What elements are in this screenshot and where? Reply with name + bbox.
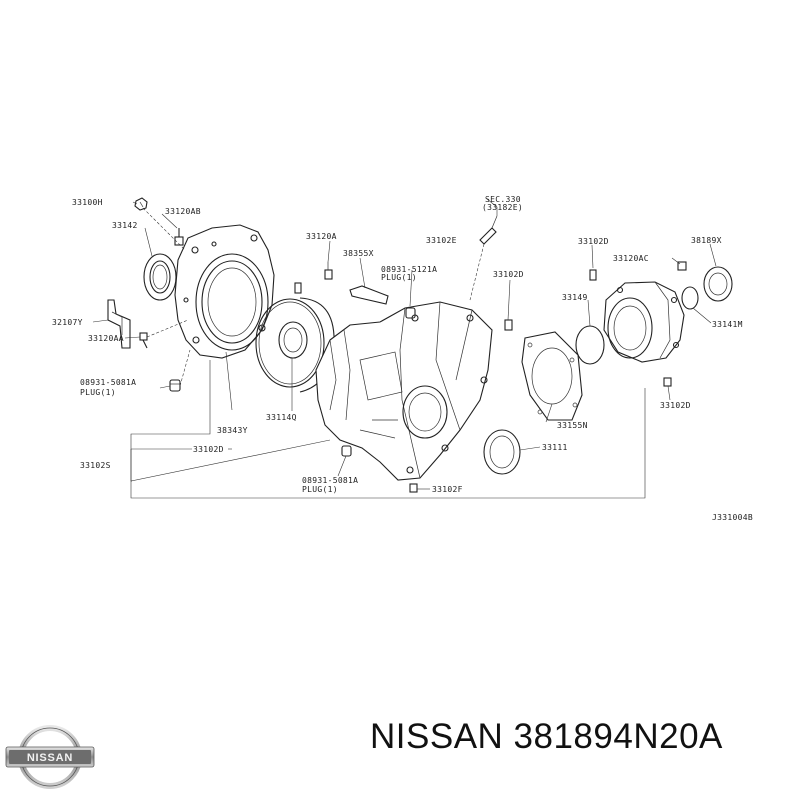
part-38355X-bracket	[349, 285, 389, 305]
label-33102D-topright: 33102D	[578, 237, 609, 246]
part-rear-cover-housing	[174, 224, 275, 359]
part-33100H-bolt	[134, 197, 148, 211]
part-dowel-pin-top-right	[589, 269, 597, 281]
label-33120AB: 33120AB	[165, 207, 201, 216]
label-38355X: 38355X	[343, 249, 374, 258]
part-33102F-bolt	[409, 483, 418, 493]
label-32107Y: 32107Y	[52, 318, 83, 327]
label-33102F: 33102F	[432, 485, 463, 494]
label-plug-left: PLUG(1)	[80, 388, 116, 397]
label-38189X: 38189X	[691, 236, 722, 245]
part-32107Y-bracket	[107, 299, 131, 349]
label-plug-bottom-code: 08931-5081A	[302, 476, 358, 485]
nissan-logo: NISSAN	[5, 725, 95, 789]
label-33155N: 33155N	[557, 421, 588, 430]
diagram-id: J331004B	[712, 513, 753, 522]
label-33142: 33142	[112, 221, 138, 230]
label-33102E: 33102E	[426, 236, 457, 245]
label-33100H: 33100H	[72, 198, 103, 207]
part-number-title: NISSAN 381894N20A	[370, 717, 723, 756]
label-sec-sub: (33182E)	[482, 203, 523, 212]
label-sec-ref: SEC.330	[485, 195, 521, 204]
label-33114Q: 33114Q	[266, 413, 297, 422]
part-33120A-bolt	[324, 262, 333, 280]
part-33141M-ring	[681, 286, 699, 310]
part-38343Y-oring	[255, 298, 325, 388]
part-33155N-gasket	[521, 331, 583, 421]
part-38189X-seal	[703, 266, 733, 302]
label-33102D-right: 33102D	[660, 401, 691, 410]
part-plug-bottom	[341, 445, 352, 457]
part-labels: 33100H 33120AB 33142 32107Y 33120AA 0893…	[52, 195, 753, 522]
label-33120AA: 33120AA	[88, 334, 124, 343]
part-dowel-pin-center	[504, 319, 513, 331]
label-33102S: 33102S	[80, 461, 111, 470]
part-plug-left	[169, 379, 181, 392]
part-transfer-case-housing	[315, 301, 493, 481]
part-dowel-pin-right-lower	[663, 377, 672, 387]
label-plug-left-code: 08931-5081A	[80, 378, 136, 387]
part-33120AC-bolt	[677, 261, 687, 271]
logo-wordmark: NISSAN	[27, 752, 73, 764]
label-plug-bottom: PLUG(1)	[302, 485, 338, 494]
leader-lines	[92, 198, 717, 499]
label-33102D-center: 33102D	[493, 270, 524, 279]
label-33120A: 33120A	[306, 232, 337, 241]
part-33120AB-bolt	[174, 228, 184, 246]
part-extension-housing	[603, 281, 685, 363]
part-33114Q-seal	[278, 321, 308, 359]
label-38343Y: 38343Y	[217, 426, 248, 435]
part-33149-oring	[575, 325, 605, 365]
label-33102D-lower: 33102D	[193, 445, 224, 454]
part-33142-seal	[143, 253, 177, 301]
label-33149: 33149	[562, 293, 588, 302]
label-33120AC: 33120AC	[613, 254, 649, 263]
part-33111-seal	[483, 429, 521, 475]
part-dowel-pin-upper-left	[294, 282, 302, 294]
part-plug-top	[405, 307, 416, 319]
label-33111: 33111	[542, 443, 568, 452]
part-33120AA-bolt	[139, 332, 148, 349]
label-plug-top-code: 08931-5121A	[381, 265, 437, 274]
label-plug-top: PLUG(1)	[381, 273, 417, 282]
label-33141M: 33141M	[712, 320, 743, 329]
part-33102E-stud	[479, 215, 498, 245]
